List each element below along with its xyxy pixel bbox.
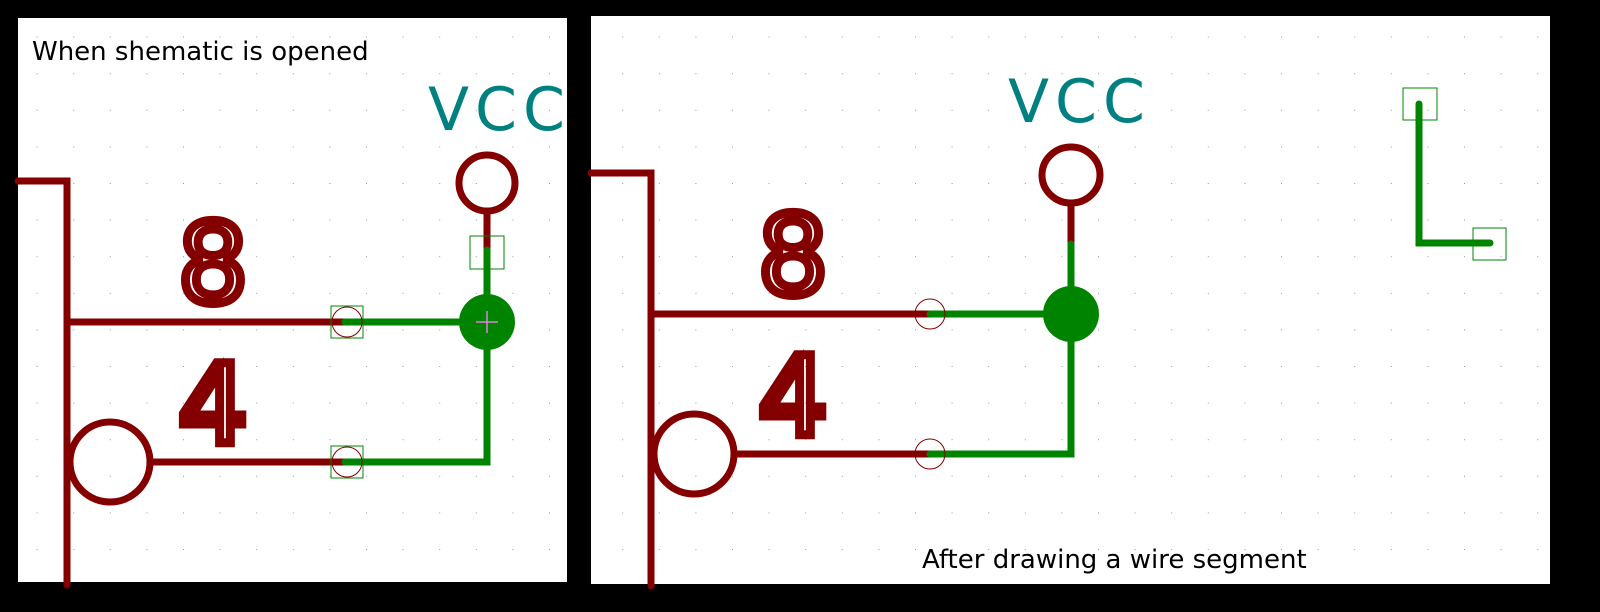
before-panel: When shematic is opened VCC 8 4 (14, 18, 571, 589)
component-body (14, 177, 71, 589)
cursor-crosshair-icon (476, 311, 498, 333)
new-wire-segment[interactable] (1415, 100, 1494, 247)
inversion-bubble (650, 410, 738, 498)
caption-after: After drawing a wire segment (922, 545, 1307, 575)
pin-end-marker (914, 298, 946, 330)
after-panel: VCC 8 4 After drawing a wire segment (587, 16, 1550, 590)
pin-number-4: 4 (758, 333, 828, 461)
wire-end-marker (330, 305, 364, 339)
junction-dot[interactable] (1043, 286, 1099, 342)
pin-end-marker (914, 438, 946, 470)
pin-end-marker (331, 446, 363, 478)
wire-end-marker (330, 445, 364, 479)
vcc-label: VCC (1008, 67, 1151, 137)
wire-end-marker (469, 235, 505, 270)
pin-end-marker (331, 306, 363, 338)
inversion-bubble (66, 418, 154, 506)
pin-number-4: 4 (178, 341, 248, 469)
vcc-label: VCC (428, 75, 571, 145)
pin-number-8: 8 (758, 192, 828, 320)
wire-end-marker (1402, 87, 1438, 121)
caption-before: When shematic is opened (32, 37, 369, 67)
wire-end-marker (1472, 227, 1507, 261)
pin-number-8: 8 (178, 200, 248, 328)
